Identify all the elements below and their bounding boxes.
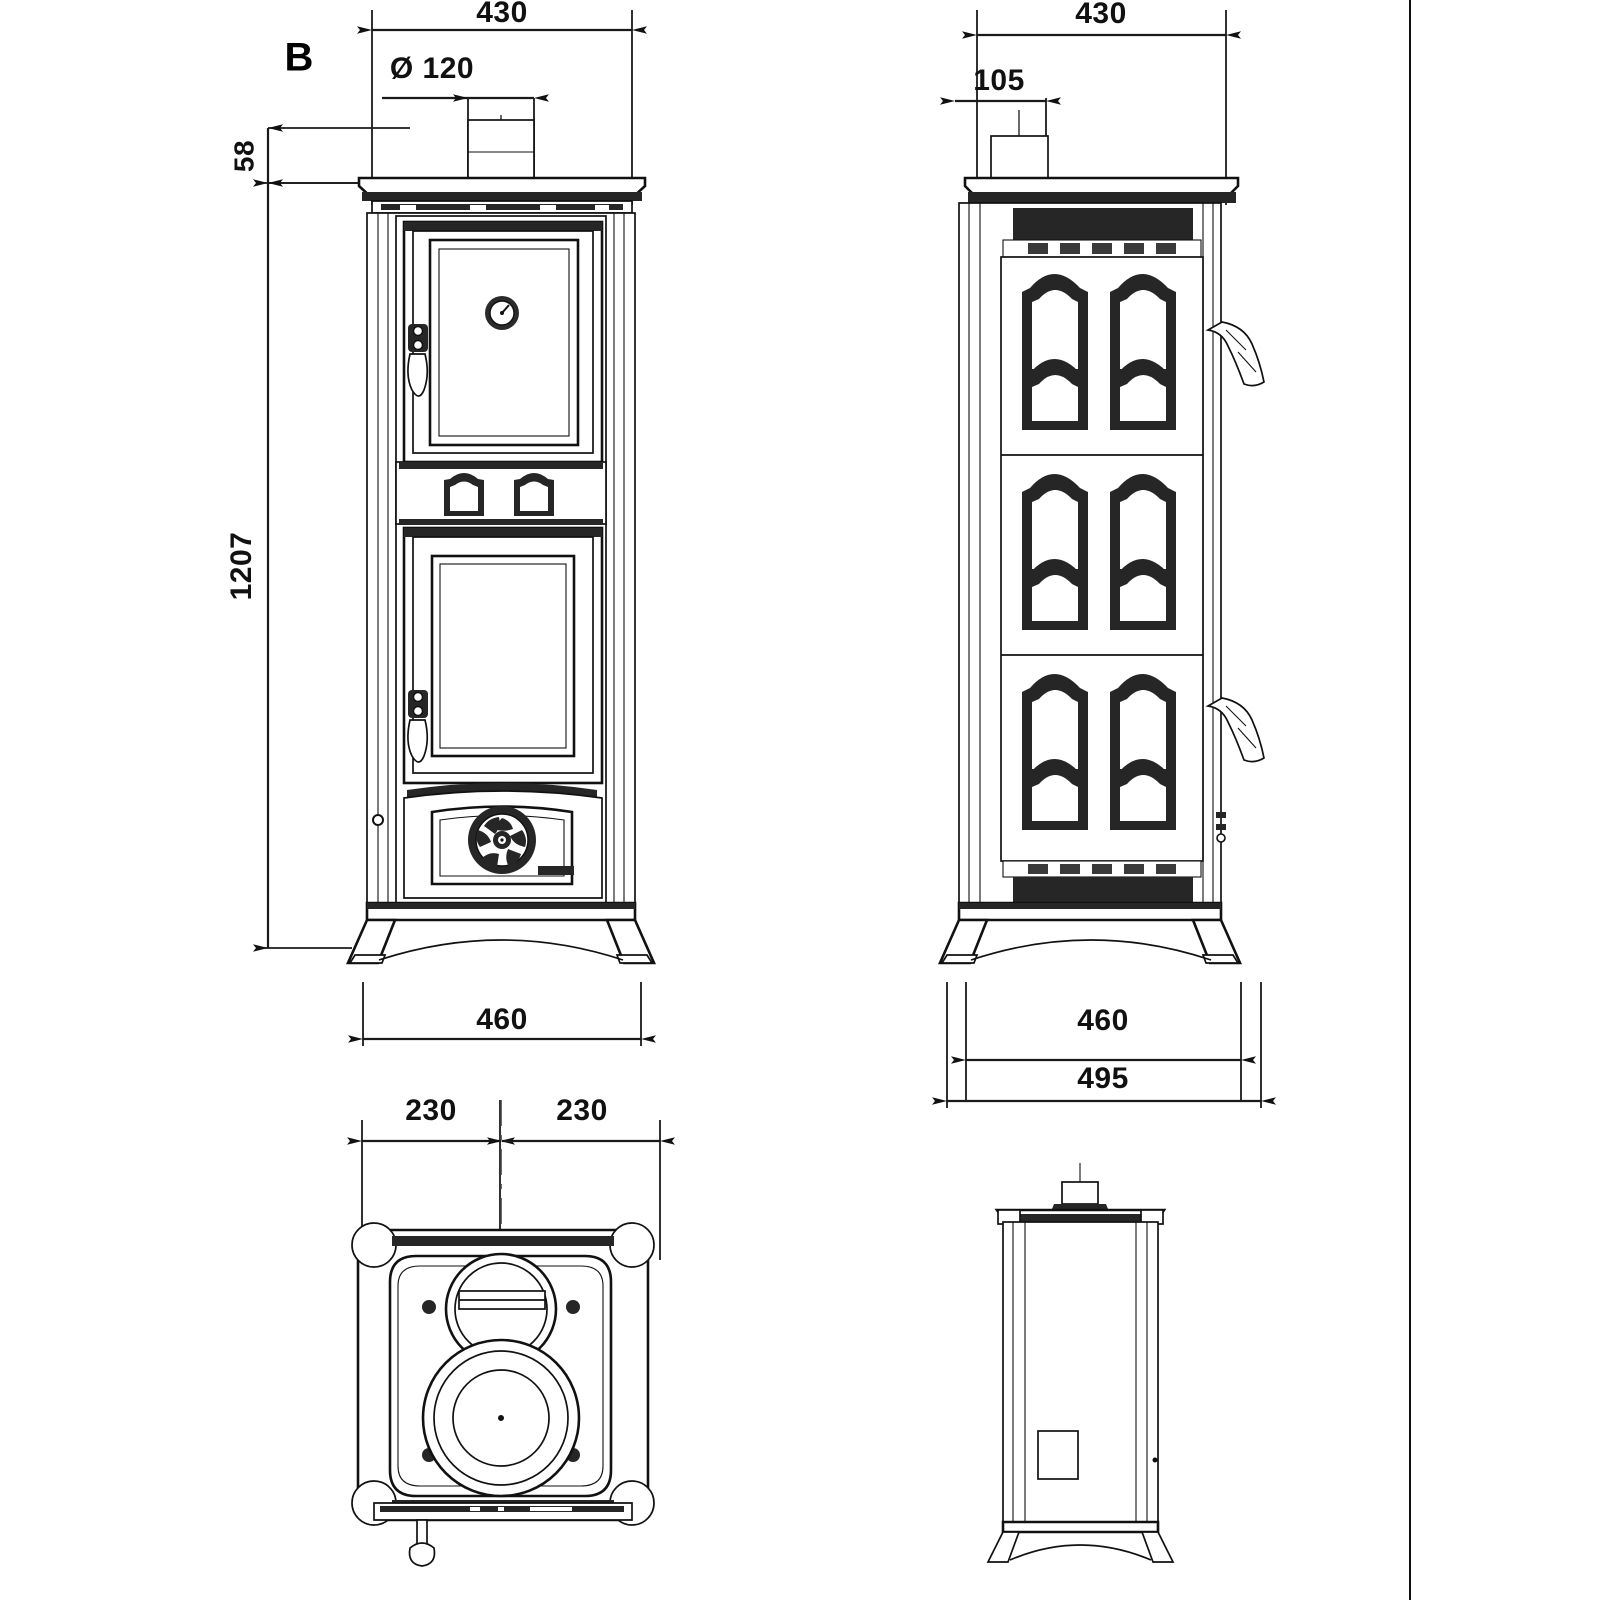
vent-strip <box>1002 860 1202 905</box>
dim-front-base-width: 460 <box>348 982 656 1046</box>
oven-door-handle[interactable] <box>407 324 429 397</box>
dim-plan-right-half: 230 <box>487 1094 675 1260</box>
dim-plan-right-half-label: 230 <box>556 1094 608 1127</box>
dim-flue-diameter: Ø 120 <box>382 52 549 178</box>
ceramic-tile-panel <box>1022 274 1176 830</box>
oven-door[interactable] <box>402 220 604 464</box>
dim-side-overall-depth-label: 495 <box>1077 1062 1129 1095</box>
stove-body-rear <box>1002 1221 1159 1523</box>
dim-side-base-width: 460 <box>951 982 1256 1100</box>
ash-drawer[interactable] <box>403 783 603 899</box>
view-label-b: B <box>285 36 314 80</box>
oven-thermometer <box>485 296 519 330</box>
dim-front-base-width-label: 460 <box>476 1003 528 1036</box>
dim-flue-height-label: 58 <box>228 140 259 172</box>
front-elevation-view: 430 Ø 120 58 1207 460 <box>225 0 656 1046</box>
rear-flue-collar <box>1050 1163 1110 1214</box>
side-latch-detail <box>1216 812 1226 843</box>
dim-side-base-width-label: 460 <box>1077 1004 1129 1037</box>
stove-body-side <box>958 202 1222 904</box>
side-door-handle-lower[interactable] <box>1205 697 1265 763</box>
side-elevation-view: 430 105 460 495 <box>932 0 1276 1108</box>
stove-legs <box>346 901 656 965</box>
stove-legs-rear <box>986 1520 1175 1563</box>
cooktop-plate <box>357 176 647 214</box>
fixing-dot <box>422 1300 436 1314</box>
rear-access-panel <box>1037 1430 1079 1480</box>
plan-view: 230 230 <box>347 1094 675 1567</box>
dim-flue-diameter-label: Ø 120 <box>390 52 474 85</box>
hotplate-ring <box>421 1338 581 1498</box>
front-side-pin <box>372 814 384 826</box>
dim-side-overall-depth: 495 <box>932 982 1276 1108</box>
dim-front-top-width-label: 430 <box>476 0 528 29</box>
firebox-door[interactable] <box>402 526 604 785</box>
rear-elevation-view <box>986 1163 1175 1563</box>
plan-lift-handle[interactable] <box>408 1519 436 1567</box>
rear-top-plate <box>994 1208 1167 1225</box>
cooktop-plate <box>351 1222 655 1567</box>
dim-body-height-label: 1207 <box>225 532 258 601</box>
mid-tile-band <box>395 461 607 525</box>
dim-side-top-width: 430 <box>962 0 1241 205</box>
dim-body-height: 1207 <box>225 179 380 952</box>
fixing-dot <box>566 1300 580 1314</box>
rosette-air-control[interactable] <box>468 806 536 874</box>
flue-collar <box>444 1252 558 1366</box>
dim-flue-height: 58 <box>228 124 410 187</box>
dim-flue-offset: 105 <box>940 64 1061 145</box>
ceramic-tile-panel <box>444 473 554 516</box>
dim-side-top-width-label: 430 <box>1075 0 1127 30</box>
side-door-handle[interactable] <box>1205 321 1265 387</box>
firebox-door-handle[interactable] <box>407 690 429 763</box>
dim-flue-offset-label: 105 <box>973 64 1025 97</box>
dim-front-top-width: 430 <box>357 0 647 205</box>
stove-legs-side <box>938 901 1242 965</box>
dim-plan-left-half-label: 230 <box>405 1094 457 1127</box>
side-cooktop-plate <box>963 176 1240 203</box>
